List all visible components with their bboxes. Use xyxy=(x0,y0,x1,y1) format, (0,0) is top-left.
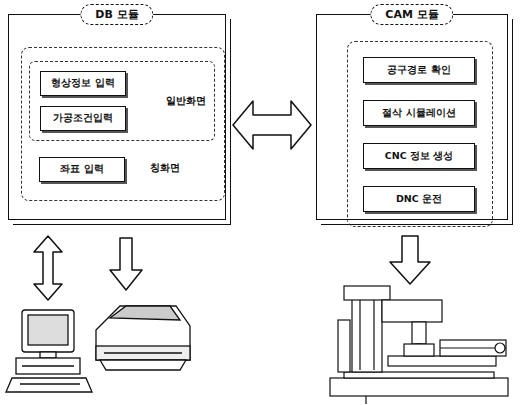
block-arrow xyxy=(233,101,311,149)
box-label: 절삭 시뮬레이션 xyxy=(382,107,455,120)
group-label: 일반화면 xyxy=(166,94,206,108)
screen-group: 일반화면 형상정보 입력가공조건입력 xyxy=(29,61,215,141)
down-arrow xyxy=(390,236,430,284)
process-box: 좌표 입력 xyxy=(39,157,125,182)
module-title: CAM 모듈 xyxy=(370,4,453,25)
process-box: 공구경로 확인 xyxy=(363,57,475,83)
box-label: 형상정보 입력 xyxy=(51,77,114,90)
process-box: 가공조건입력 xyxy=(40,106,126,131)
module-panel: CAM 모듈공구경로 확인절삭 시뮬레이션CNC 정보 생성DNC 운전 xyxy=(316,14,508,220)
module-title: DB 모듈 xyxy=(80,4,153,25)
cnc-machine xyxy=(330,286,508,404)
box-label: 공구경로 확인 xyxy=(387,64,450,77)
module-panel: DB 모듈일반화면형상정보 입력가공조건입력좌표 입력 xyxy=(8,14,226,220)
box-label: 좌표 입력 xyxy=(60,163,103,176)
process-box: 형상정보 입력 xyxy=(40,71,126,96)
screen-label: 칭화면 xyxy=(150,161,180,175)
computer-icon xyxy=(6,310,92,392)
printer-icon xyxy=(96,306,190,370)
process-box: CNC 정보 생성 xyxy=(363,143,475,169)
double-arrow xyxy=(34,236,62,300)
process-box: DNC 운전 xyxy=(363,186,475,212)
process-box: 절삭 시뮬레이션 xyxy=(363,100,475,126)
box-label: 가공조건입력 xyxy=(53,112,113,125)
box-label: DNC 운전 xyxy=(396,193,442,206)
box-label: CNC 정보 생성 xyxy=(385,150,454,163)
down-arrow xyxy=(110,238,142,290)
